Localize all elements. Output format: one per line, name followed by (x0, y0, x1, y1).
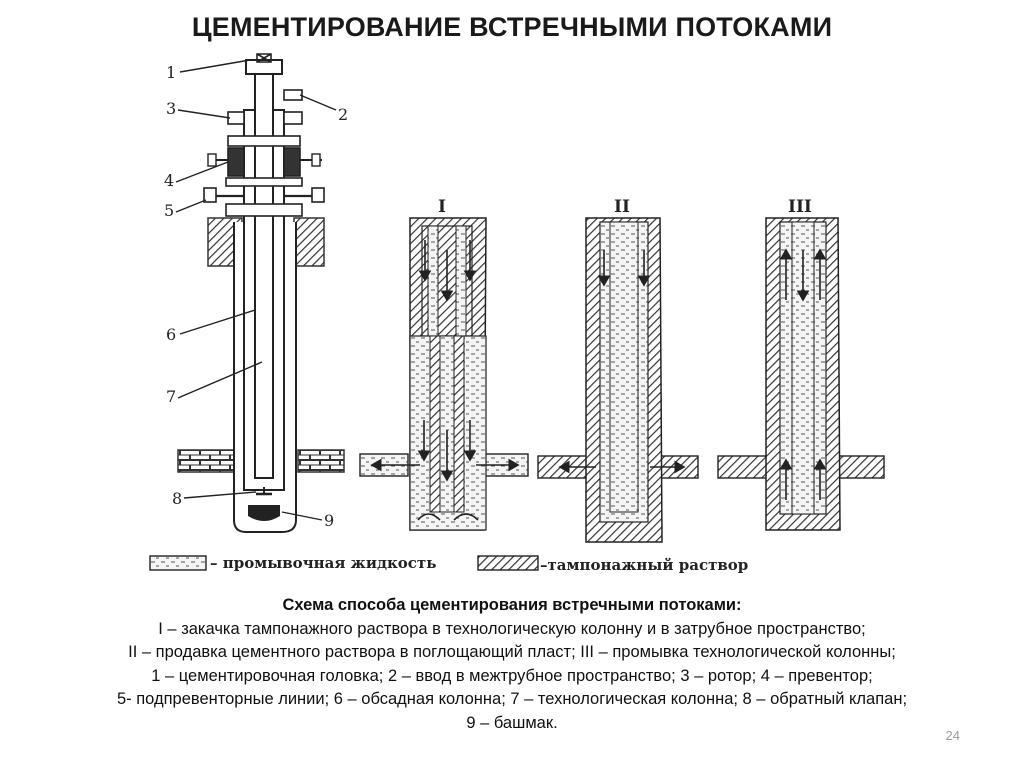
part-label-4: 4 (164, 171, 174, 190)
caption-line-1: I – закачка тампонажного раствора в техн… (158, 619, 866, 638)
scheme-label-iii: III (788, 197, 812, 217)
page-number: 24 (945, 728, 960, 743)
scheme-ii: II (537, 197, 699, 543)
scheme-iii: III (717, 197, 885, 531)
cementing-diagram: 1 2 3 4 5 6 7 8 9 I (149, 53, 885, 574)
legend-flushing-fluid: – промывочная жидкость (210, 554, 436, 572)
part-label-5: 5 (164, 201, 174, 220)
part-label-9: 9 (324, 511, 334, 530)
part-label-6: 6 (166, 325, 176, 344)
scheme-label-i: I (438, 197, 446, 217)
part-label-3: 3 (166, 99, 176, 118)
legend-swatch-plugging (477, 555, 539, 571)
caption-line-2: II – продавка цементного раствора в погл… (128, 643, 896, 661)
caption-line-4: 5- подпревенторные линии; 6 – обсадная к… (116, 690, 908, 708)
part-label-7: 7 (166, 387, 176, 406)
part-label-2: 2 (338, 105, 348, 124)
caption-title: Схема способа цементирования встречными … (282, 596, 742, 614)
legend-swatch-flushing (149, 555, 207, 571)
caption-line-5: 9 – башмак. (466, 713, 558, 732)
scheme-i: I (359, 197, 529, 531)
slide-title: ЦЕМЕНТИРОВАНИЕ ВСТРЕЧНЫМИ ПОТОКАМИ (191, 12, 833, 42)
caption-line-3: 1 – цементировочная головка; 2 – ввод в … (151, 666, 873, 685)
well-assembly: 1 2 3 4 5 6 7 8 9 (164, 53, 348, 533)
legend: – промывочная жидкость –тампонажный раст… (149, 554, 748, 574)
scheme-label-ii: II (614, 197, 630, 217)
diagram-caption: Схема способа цементирования встречными … (0, 594, 1024, 735)
legend-plugging-slurry: –тампонажный раствор (540, 556, 748, 574)
part-label-8: 8 (172, 489, 182, 508)
part-label-1: 1 (166, 63, 176, 82)
